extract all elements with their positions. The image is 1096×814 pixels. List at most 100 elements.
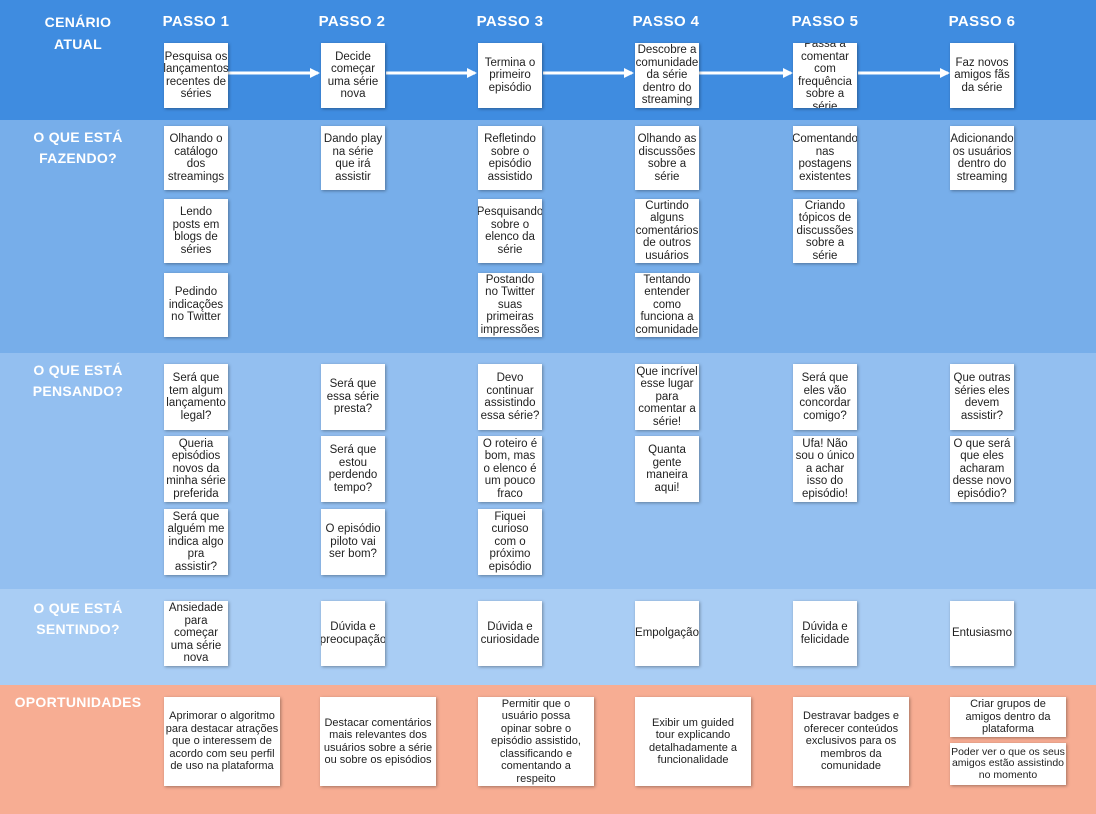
note-line: Olhando as (637, 133, 697, 145)
note-line: Decide (335, 50, 371, 63)
note-line: episódio! (801, 487, 849, 500)
note-line: de uso na plataforma (170, 760, 274, 773)
note-line: nas (815, 145, 835, 158)
note-line: no momento (978, 768, 1038, 781)
note-line: amigos dentro da (965, 710, 1051, 723)
note-line: que o interessem de (172, 735, 272, 748)
note-line: opinar sobre o (500, 722, 572, 735)
note-line: episódio (488, 560, 532, 573)
note-line: comunidade (635, 323, 699, 336)
note-line: dentro do (642, 81, 692, 94)
note-line: sobre o (490, 218, 530, 231)
note-line: para destacar atrações (165, 722, 279, 735)
note-line: streaming (641, 94, 693, 107)
note-line: Dúvida e (330, 621, 376, 633)
note-line: comentários (635, 224, 699, 237)
note-line: Destravar badges e (803, 710, 899, 723)
note-line: comentando a (501, 760, 571, 773)
note-line: Passa a (804, 43, 846, 50)
note-line: isso do (806, 475, 844, 488)
note-line: séries (180, 243, 212, 256)
note-line: tempo? (333, 481, 373, 494)
note-line: elenco da (485, 231, 535, 243)
note-line: nova (340, 88, 366, 100)
note-line: fraco (497, 487, 523, 500)
note-line: acharam (959, 462, 1005, 475)
step-header-5: PASSO 5 (791, 13, 859, 30)
note-line: streamings (167, 170, 225, 183)
note-line: frequência (798, 75, 852, 88)
note-line: episódio assistido, (491, 735, 581, 748)
note-line: indicações (168, 298, 224, 311)
note-line: usuário possa (501, 710, 571, 723)
step-header-6: PASSO 6 (948, 13, 1016, 30)
note-line: funcionalidade (657, 754, 729, 766)
note-line: Devo (496, 372, 524, 384)
note-line: gente (652, 456, 682, 469)
note-line: curiosidade (480, 633, 540, 646)
row-label-doing: O QUE ESTÁ FAZENDO? (33, 129, 123, 166)
note-line: sobre a (805, 237, 845, 250)
note-line: de outros (643, 237, 691, 250)
note-line: Ansiedade (168, 602, 224, 615)
step-header-1: PASSO 1 (162, 13, 230, 30)
note-line: Criar grupos de (970, 698, 1046, 711)
note-line: como (652, 298, 682, 311)
note-line: continuar (486, 384, 534, 397)
step-header-3: PASSO 3 (476, 13, 544, 30)
note-line: ser bom? (329, 548, 377, 561)
note-line: episódio (488, 81, 532, 94)
note-line: respeito (516, 772, 556, 785)
note-line: com o (494, 535, 526, 548)
feeling-note-step-4: Empolgação (635, 601, 699, 666)
note-line: comunidade (821, 760, 881, 773)
note-line: essa série? (480, 409, 540, 422)
note-line: dos (186, 158, 206, 170)
note-line: tem algum (169, 384, 223, 397)
note-line: Lendo (180, 206, 212, 218)
note-line: Destacar comentários (324, 716, 432, 729)
note-line: minha série (166, 475, 226, 488)
note-line: postagens (798, 158, 852, 170)
note-line: no Twitter (485, 286, 535, 299)
note-line: perdendo (328, 469, 378, 481)
note-line: plataforma (982, 723, 1034, 736)
note-line: para (655, 390, 679, 403)
note-line: que irá (335, 158, 371, 170)
note-line: alguém me (167, 523, 225, 536)
note-line: comunidade (635, 56, 699, 69)
note-line: pra (187, 548, 205, 561)
note-line: comentar (801, 50, 849, 63)
step-header-2: PASSO 2 (318, 13, 386, 30)
